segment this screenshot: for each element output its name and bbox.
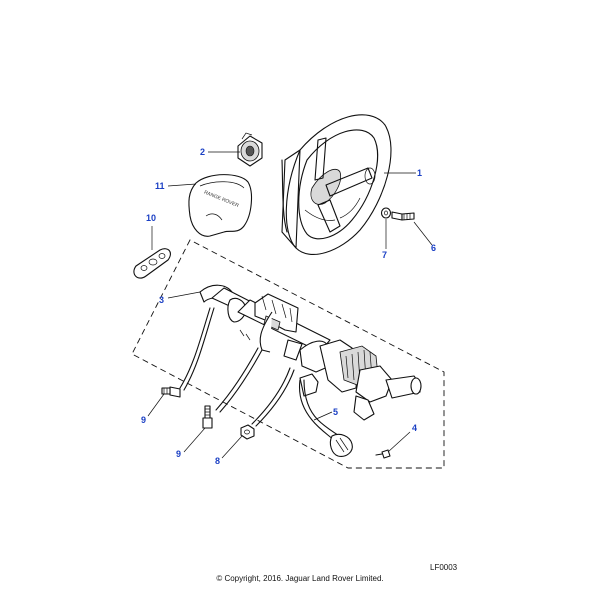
- column-bolt-lower: [202, 405, 213, 429]
- column-nut: [240, 424, 255, 440]
- callout-1: 1: [417, 168, 422, 178]
- gasket-plate: [133, 248, 171, 279]
- callout-6: 6: [431, 243, 436, 253]
- leader-lines: [147, 151, 433, 459]
- callout-3: 3: [159, 295, 164, 305]
- callout-8: 8: [215, 456, 220, 466]
- callout-11: 11: [155, 181, 165, 191]
- washer: [380, 207, 392, 219]
- callout-5: 5: [333, 407, 338, 417]
- steering-wheel: [281, 114, 392, 255]
- steering-column: [199, 284, 422, 421]
- column-bolt-upper: [161, 386, 181, 398]
- callout-10: 10: [146, 213, 156, 223]
- copyright-notice: © Copyright, 2016. Jaguar Land Rover Lim…: [216, 574, 384, 583]
- wheel-bolt: [391, 211, 415, 221]
- column-cables: [179, 307, 295, 427]
- column-screw: [375, 449, 391, 459]
- callout-2: 2: [200, 147, 205, 157]
- callout-9-lower: 9: [176, 449, 181, 459]
- callout-4: 4: [412, 423, 417, 433]
- horn-contact: [237, 132, 263, 167]
- wiring-harness: [298, 379, 353, 457]
- callout-9-upper: 9: [141, 415, 146, 425]
- callout-7: 7: [382, 250, 387, 260]
- diagram-reference: LF0003: [430, 563, 458, 572]
- column-assembly-boundary: [131, 239, 445, 469]
- airbag-module: RANGE ROVER: [188, 174, 253, 237]
